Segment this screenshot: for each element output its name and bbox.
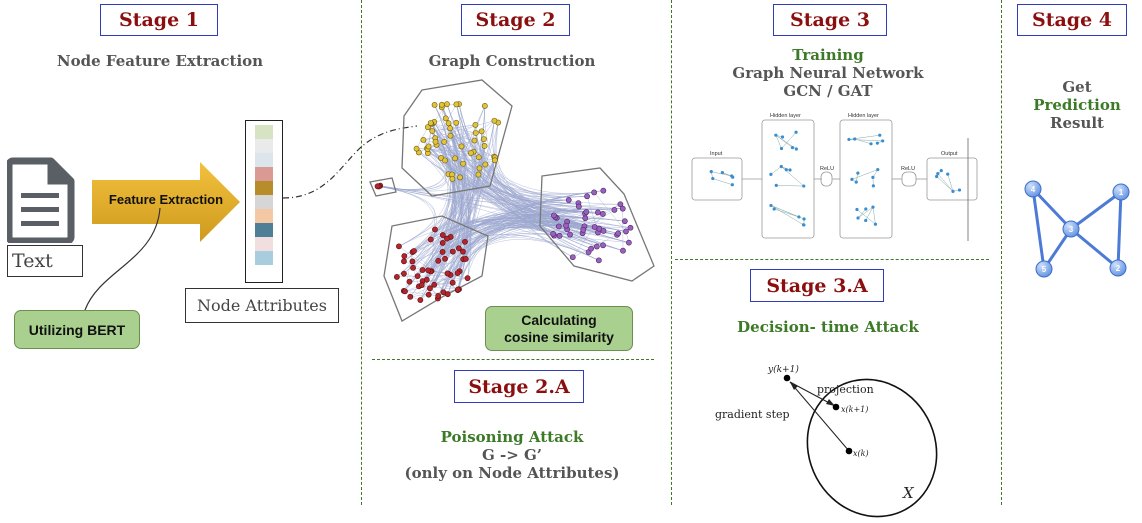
gradient-step-label: gradient step xyxy=(715,408,790,421)
pred-node-3: 3 xyxy=(1069,225,1074,234)
stage2a-label: Stage 2.A xyxy=(454,370,584,403)
pred-node-2: 2 xyxy=(1116,264,1121,273)
text-label-box: Text xyxy=(7,245,83,277)
graph-construction-visual xyxy=(369,79,655,322)
gnn-relu2-label: ReLU xyxy=(901,166,915,172)
poisoning-attack-title: Poisoning Attack xyxy=(440,428,584,446)
pred-node-5: 5 xyxy=(1042,265,1047,274)
stage4-label: Stage 4 xyxy=(1017,4,1127,36)
attribute-cell xyxy=(255,209,273,223)
poisoning-attack-line1: G -> G’ xyxy=(481,446,543,464)
pred-node-1: 1 xyxy=(1119,188,1124,197)
stage3a-label: Stage 3.A xyxy=(750,269,884,302)
result-label: Result xyxy=(1050,114,1104,132)
attribute-cell xyxy=(255,181,273,195)
y-k1-label: y(k+1) xyxy=(767,364,799,375)
feature-extraction-label: Feature Extraction xyxy=(108,192,224,207)
divider-stage3-3a xyxy=(675,259,989,260)
gnn-input-label: Input xyxy=(710,151,723,157)
get-label: Get xyxy=(1062,78,1092,96)
bert-connector xyxy=(84,207,161,311)
decision-time-attack-title: Decision- time Attack xyxy=(737,318,919,336)
attribute-cell xyxy=(255,251,273,265)
attribute-cell xyxy=(255,167,273,181)
gnn-label: Graph Neural Network xyxy=(732,64,924,82)
stage2-title: Graph Construction xyxy=(428,52,596,70)
feature-extraction-arrow xyxy=(92,162,240,242)
gnn-relu1-label: ReLU xyxy=(820,166,834,172)
gnn-hidden1-label: Hidden layer xyxy=(770,113,801,119)
cosine-similarity-box: Calculating cosine similarity xyxy=(485,306,633,351)
projection-diagram: y(k+1) projection x(k+1) gradient step x… xyxy=(715,364,938,518)
gcn-gat-label: GCN / GAT xyxy=(783,82,873,100)
utilizing-bert-box: Utilizing BERT xyxy=(14,310,140,349)
prediction-label: Prediction xyxy=(1033,96,1121,114)
stage2a-text: Poisoning Attack G -> G’ (only on Node A… xyxy=(392,428,632,482)
divider-stage1-2 xyxy=(361,0,362,505)
x-k-label: x(k) xyxy=(853,449,869,458)
poisoning-attack-line2: (only on Node Attributes) xyxy=(404,464,620,482)
stage1-title: Node Feature Extraction xyxy=(56,52,264,70)
stage3-title: Training Graph Neural Network GCN / GAT xyxy=(712,46,944,100)
attribute-cell xyxy=(255,237,273,251)
divider-stage2-2a xyxy=(372,359,654,360)
training-label: Training xyxy=(792,46,864,64)
projection-label: projection xyxy=(817,383,874,396)
cosine-similarity-label: Calculating cosine similarity xyxy=(504,311,614,345)
document-icon xyxy=(7,157,75,243)
attribute-cell xyxy=(255,153,273,167)
stage4-text: Get Prediction Result xyxy=(1022,78,1132,132)
attribute-cell xyxy=(255,223,273,237)
stage1-label: Stage 1 xyxy=(100,4,218,36)
set-x-label: X xyxy=(902,484,915,502)
attribute-cell xyxy=(255,195,273,209)
prediction-graph: 4 1 3 5 2 xyxy=(1024,180,1130,278)
attribute-cell xyxy=(255,125,273,139)
x-k1-label: x(k+1) xyxy=(841,405,868,414)
attribute-to-node-connector xyxy=(283,125,418,199)
divider-stage2-3 xyxy=(671,0,672,505)
gnn-architecture-diagram: Input Hidden layer Hidden layer ReLU ReL… xyxy=(691,113,978,241)
pred-node-4: 4 xyxy=(1031,185,1036,194)
gnn-output-label: Output xyxy=(941,151,958,157)
stage2-label: Stage 2 xyxy=(461,4,570,36)
node-attribute-column xyxy=(245,120,283,283)
divider-stage3-4 xyxy=(1001,0,1002,505)
node-attributes-box: Node Attributes xyxy=(185,288,339,323)
attribute-cell xyxy=(255,139,273,153)
gnn-hidden2-label: Hidden layer xyxy=(848,113,879,119)
stage3-label: Stage 3 xyxy=(773,4,887,36)
